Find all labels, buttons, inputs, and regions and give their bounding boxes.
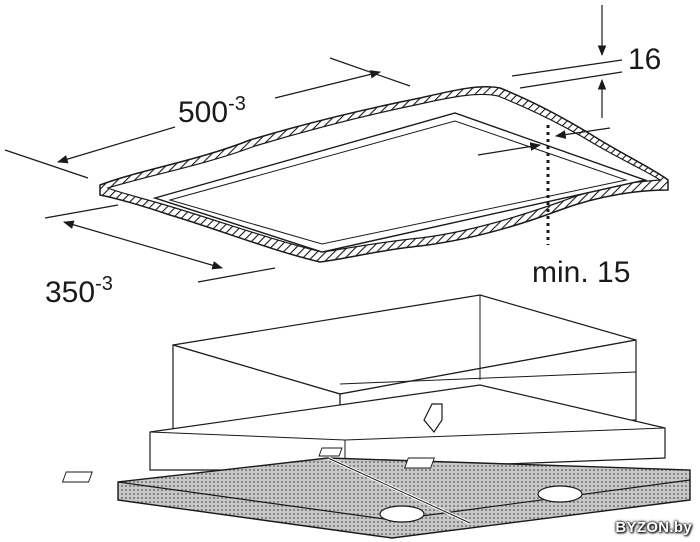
dimension-clearance: min. 15 [477, 125, 630, 289]
dimension-width: 500-3 [4, 57, 411, 179]
filter-handle-right [403, 457, 435, 469]
filter-handle-back [318, 447, 343, 457]
ceiling-cutout-inner [168, 120, 628, 245]
light-left [379, 505, 425, 523]
filter-handle-left [61, 471, 93, 483]
dimension-thickness: 16 [511, 5, 661, 118]
hood-unit [61, 294, 691, 539]
light-right [537, 485, 583, 503]
watermark: BYZON.by [615, 519, 692, 536]
latch-clip [423, 403, 443, 434]
clearance-label: min. 15 [532, 256, 630, 289]
dimension-depth: 350-3 [44, 204, 276, 309]
thickness-label: 16 [628, 43, 661, 76]
hood-collar [149, 384, 666, 471]
depth-label: 350-3 [45, 273, 113, 309]
width-label: 500-3 [178, 93, 246, 129]
